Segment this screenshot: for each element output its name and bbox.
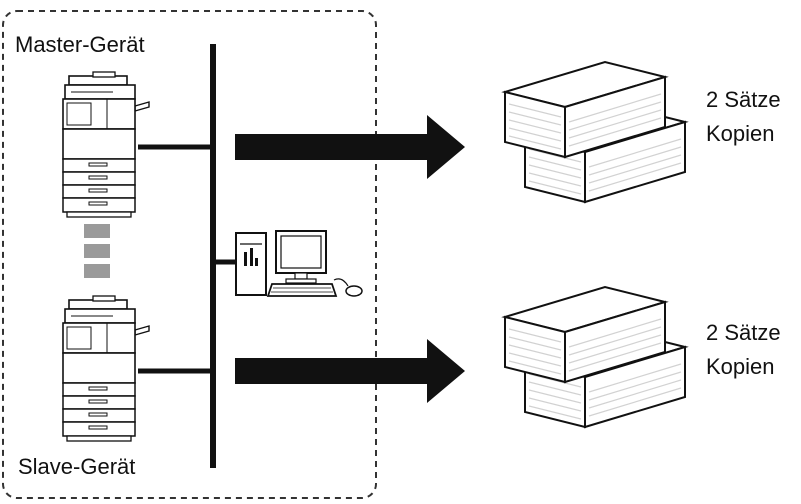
output-bottom-line1: 2 Sätze (706, 320, 781, 345)
paper-stack-icon (505, 287, 685, 427)
slave-copier-icon (62, 295, 150, 442)
slave-device-label: Slave-Gerät (18, 454, 135, 479)
arrow-right-icon (235, 339, 465, 403)
master-copier-icon (62, 71, 150, 218)
output-bottom-line2: Kopien (706, 354, 775, 379)
computer-icon (235, 230, 363, 297)
master-slave-link (84, 224, 110, 278)
arrow-right-icon (235, 115, 465, 179)
master-device-label: Master-Gerät (15, 32, 145, 57)
output-top-line1: 2 Sätze (706, 87, 781, 112)
paper-stack-icon (505, 62, 685, 202)
network-group-boundary (2, 10, 377, 499)
output-top-line2: Kopien (706, 121, 775, 146)
